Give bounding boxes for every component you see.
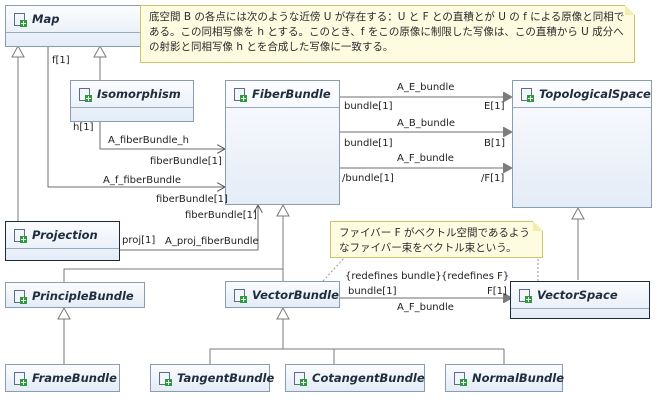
note-text: 底空間 B の各点には次のような近傍 U が存在する：U と F との直積とが …	[149, 11, 625, 53]
label-e-end: E[1]	[484, 101, 505, 112]
gen-arrowhead-projection-map	[11, 44, 25, 58]
label-vs-assoc: A_F_bundle	[397, 302, 454, 313]
label-proj: proj[1]	[122, 235, 156, 246]
label-assoc-b: A_B_bundle	[397, 118, 456, 129]
label-assoc-f-bundle: A_F_bundle	[397, 153, 454, 164]
class-icon: +	[294, 371, 307, 386]
gen-arrowhead-vector-fiber	[276, 203, 290, 217]
label-b-end: B[1]	[484, 138, 506, 149]
class-icon: +	[234, 288, 247, 303]
gen-arrowhead-isomorphism-map	[93, 44, 107, 58]
class-name: Map	[32, 12, 60, 26]
gen-arrowhead-frame-principle	[57, 306, 71, 320]
gen-arrowhead-subclasses-vector	[276, 306, 290, 320]
label-assoc-f-fiber: A_f_fiberBundle	[103, 175, 182, 186]
class-topological-space[interactable]: + TopologicalSpace	[512, 80, 652, 208]
class-name: VectorSpace	[537, 288, 618, 302]
class-name: NormalBundle	[472, 371, 564, 385]
gen-principle-fiber	[63, 268, 283, 282]
class-name: CotangentBundle	[312, 371, 425, 385]
class-icon: +	[521, 87, 534, 102]
label-assoc-e: A_E_bundle	[397, 82, 455, 93]
note-vector-bundle-definition[interactable]: ファイバー F がベクトル空間であるようなファイバー束をベクトル束という。	[330, 221, 543, 258]
class-projection[interactable]: + Projection	[5, 221, 120, 261]
label-vs-f: F[1]	[487, 286, 507, 297]
note-anchor-left	[322, 256, 346, 282]
class-name: TangentBundle	[177, 371, 275, 385]
class-vector-space[interactable]: + VectorSpace	[510, 281, 650, 319]
class-tangent-bundle[interactable]: + TangentBundle	[150, 364, 274, 392]
class-vector-bundle[interactable]: + VectorBundle	[225, 281, 340, 308]
gen-arrowhead-vectorspace-topo	[571, 206, 585, 220]
label-b-bundle: bundle[1]	[344, 138, 393, 149]
class-icon: +	[14, 371, 27, 386]
class-frame-bundle[interactable]: + FrameBundle	[5, 364, 120, 392]
assoc-isomorphism-fiber	[99, 122, 225, 149]
label-map-f: f[1]	[52, 55, 70, 66]
class-icon: +	[79, 87, 92, 102]
class-name: FrameBundle	[32, 371, 117, 385]
class-icon: +	[519, 288, 532, 303]
label-e-bundle: bundle[1]	[344, 101, 393, 112]
class-map[interactable]: + Map	[5, 5, 145, 47]
label-fiber-bundle-1: fiberBundle[1]	[150, 156, 222, 167]
class-cotangent-bundle[interactable]: + CotangentBundle	[285, 364, 425, 392]
class-fiber-bundle[interactable]: + FiberBundle	[225, 80, 340, 205]
label-fiber-bundle-2: fiberBundle[1]	[156, 194, 228, 205]
class-name: PrincipleBundle	[32, 289, 134, 303]
label-fiber-bundle-3: fiberBundle[1]	[185, 210, 257, 221]
label-iso-h: h[1]	[73, 122, 94, 133]
class-icon: +	[14, 12, 27, 27]
class-isomorphism[interactable]: + Isomorphism	[70, 80, 194, 122]
class-icon: +	[14, 228, 27, 243]
class-icon: +	[159, 371, 172, 386]
note-local-triviality[interactable]: 底空間 B の各点には次のような近傍 U が存在する：U と F との直積とが …	[140, 5, 635, 63]
class-icon: +	[454, 371, 467, 386]
label-vs-bundle: bundle[1]	[348, 286, 397, 297]
class-icon: +	[14, 289, 27, 304]
class-name: Isomorphism	[97, 87, 181, 101]
label-redefines-f: {redefines F}	[441, 271, 510, 282]
label-f-bundle: /bundle[1]	[342, 173, 394, 184]
class-normal-bundle[interactable]: + NormalBundle	[445, 364, 564, 392]
class-name: TopologicalSpace	[539, 87, 651, 101]
label-redefines-bundle: {redefines bundle}	[345, 271, 442, 282]
class-name: FiberBundle	[252, 87, 331, 101]
label-assoc-fiber-h: A_fiberBundle_h	[108, 135, 189, 146]
assoc-projection-fiber	[120, 205, 258, 251]
assoc-map-fiber	[47, 47, 225, 187]
label-f-end: /F[1]	[481, 173, 505, 184]
label-assoc-proj-fiber: A_proj_fiberBundle	[165, 236, 259, 247]
gen-subclasses-vector	[209, 308, 505, 364]
class-icon: +	[234, 87, 247, 102]
note-text: ファイバー F がベクトル空間であるようなファイバー束をベクトル束という。	[339, 227, 530, 254]
class-name: Projection	[32, 228, 98, 242]
class-name: VectorBundle	[252, 288, 339, 302]
class-principle-bundle[interactable]: + PrincipleBundle	[5, 282, 145, 308]
